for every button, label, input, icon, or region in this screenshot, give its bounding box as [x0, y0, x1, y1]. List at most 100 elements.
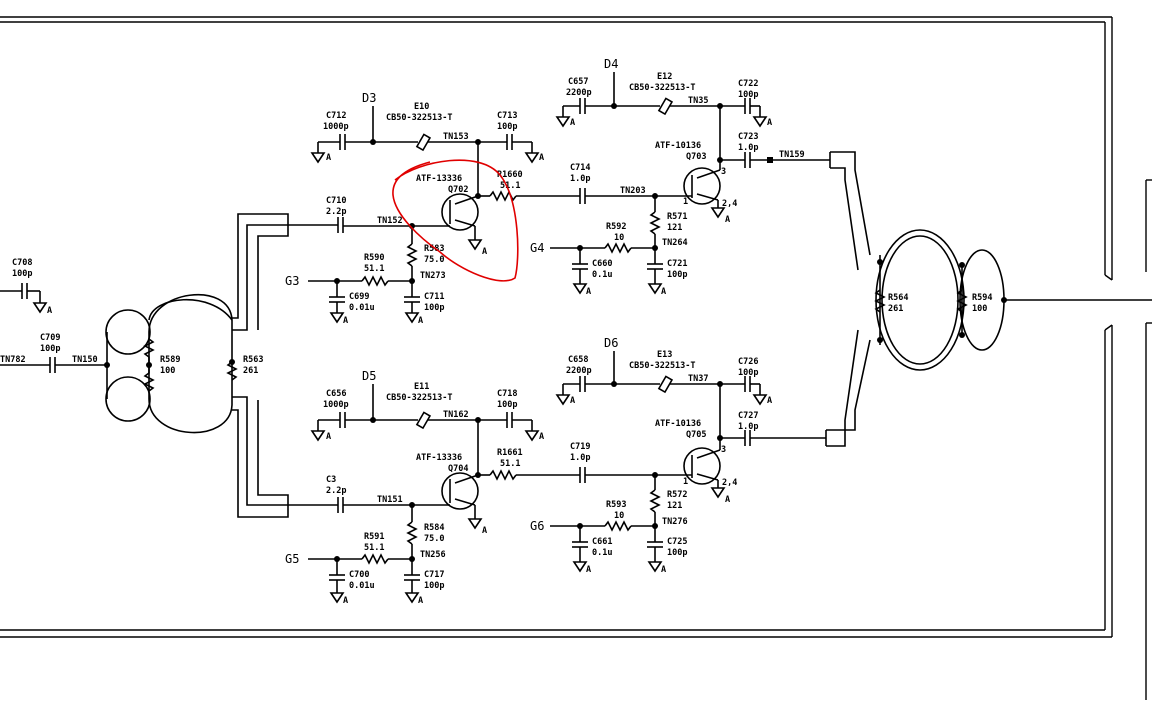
net-tn150: TN150 [72, 355, 98, 365]
r583-value: 75.0 [424, 255, 444, 265]
net-tn203: TN203 [620, 186, 646, 196]
r584-ref: R584 [424, 523, 444, 533]
c722-value: 100p [738, 90, 758, 100]
q703-pin1: 1 [683, 197, 688, 207]
c661-value: 0.1u [592, 548, 612, 558]
c727-value: 1.0p [738, 422, 758, 432]
q703-pin24: 2,4 [722, 199, 737, 209]
c714-ref: C714 [570, 163, 590, 173]
net-tn35: TN35 [688, 96, 708, 106]
e13-ref: E13 [657, 350, 672, 360]
gnd-c699: A [343, 316, 348, 326]
r583-ref: R583 [424, 244, 444, 254]
c661-ref: C661 [592, 537, 612, 547]
c711-value: 100p [424, 303, 444, 313]
c710-ref: C710 [326, 196, 346, 206]
c725-value: 100p [667, 548, 687, 558]
r564-ref: R564 [888, 293, 908, 303]
c717-ref: C717 [424, 570, 444, 580]
r591-value: 51.1 [364, 543, 384, 553]
gnd-c718: A [539, 432, 544, 442]
gnd-c700: A [343, 596, 348, 606]
c713-value: 100p [497, 122, 517, 132]
gnd-c711: A [418, 316, 423, 326]
e10-ref: E10 [414, 102, 429, 112]
r572-ref: R572 [667, 490, 687, 500]
c709-value: 100p [40, 344, 60, 354]
q705-pin3: 3 [721, 445, 726, 455]
r589-value: 100 [160, 366, 175, 376]
net-tn153: TN153 [443, 132, 469, 142]
e11-value: CB50-322513-T [386, 393, 453, 403]
gnd-c660: A [586, 287, 591, 297]
ground-label: A [47, 306, 52, 316]
c660-ref: C660 [592, 259, 612, 269]
input-section: C708 100p A TN782 C709 100p TN150 R589 1… [0, 213, 289, 518]
c660-value: 0.1u [592, 270, 612, 280]
gnd-c657: A [570, 118, 575, 128]
gnd-c722: A [767, 118, 772, 128]
c723-value: 1.0p [738, 143, 758, 153]
q702-ref: Q702 [448, 185, 468, 195]
c658-ref: C658 [568, 355, 588, 365]
r1660-ref: R1660 [497, 170, 523, 180]
c657-value: 2200p [566, 88, 592, 98]
net-tn273: TN273 [420, 271, 446, 281]
r592-value: 10 [614, 233, 624, 243]
gnd-c725: A [661, 565, 666, 575]
q705-type: ATF-10136 [655, 419, 701, 429]
sheet-frame [0, 16, 1152, 700]
c725-ref: C725 [667, 537, 687, 547]
c719-value: 1.0p [570, 453, 590, 463]
r590-value: 51.1 [364, 264, 384, 274]
r594-value: 100 [972, 304, 987, 314]
c699-value: 0.01u [349, 303, 375, 313]
c699-ref: C699 [349, 292, 369, 302]
r564-value: 261 [888, 304, 903, 314]
node-d4: D4 [604, 57, 618, 71]
r571-value: 121 [667, 223, 682, 233]
c718-ref: C718 [497, 389, 517, 399]
gnd-q705: A [725, 495, 730, 505]
gnd-c713: A [539, 153, 544, 163]
c710-value: 2.2p [326, 207, 346, 217]
c721-ref: C721 [667, 259, 687, 269]
node-d3: D3 [362, 91, 376, 105]
node-g4: G4 [530, 241, 544, 255]
upper-stage-q702: D3 A C712 1000p E10 CB50-322513-T TN153 … [285, 91, 580, 326]
r593-ref: R593 [606, 500, 626, 510]
gnd-q704: A [482, 526, 487, 536]
c712-ref: C712 [326, 111, 346, 121]
net-tn162: TN162 [443, 410, 469, 420]
r594-ref: R594 [972, 293, 992, 303]
c700-ref: C700 [349, 570, 369, 580]
c712-value: 1000p [323, 122, 349, 132]
gnd-c661: A [586, 565, 591, 575]
c711-ref: C711 [424, 292, 444, 302]
q702-type: ATF-13336 [416, 174, 462, 184]
q704-type: ATF-13336 [416, 453, 462, 463]
q705-pin1: 1 [683, 477, 688, 487]
c713-ref: C713 [497, 111, 517, 121]
r563-ref: R563 [243, 355, 263, 365]
net-tn276: TN276 [662, 517, 688, 527]
c700-value: 0.01u [349, 581, 375, 591]
c726-ref: C726 [738, 357, 758, 367]
c721-value: 100p [667, 270, 687, 280]
e13-value: CB50-322513-T [629, 361, 696, 371]
c3-value: 2.2p [326, 486, 346, 496]
c722-ref: C722 [738, 79, 758, 89]
node-d5: D5 [362, 369, 376, 383]
upper-stage-q703: D4 A C657 2200p E12 CB50-322513-T TN35 A… [530, 57, 830, 297]
e10-value: CB50-322513-T [386, 113, 453, 123]
q704-ref: Q704 [448, 464, 468, 474]
gnd-c721: A [661, 287, 666, 297]
q705-pin24: 2,4 [722, 478, 737, 488]
c656-ref: C656 [326, 389, 346, 399]
highlight-circle [392, 159, 519, 282]
e12-value: CB50-322513-T [629, 83, 696, 93]
r593-value: 10 [614, 511, 624, 521]
node-d6: D6 [604, 336, 618, 350]
q703-pin3: 3 [721, 167, 726, 177]
c718-value: 100p [497, 400, 517, 410]
